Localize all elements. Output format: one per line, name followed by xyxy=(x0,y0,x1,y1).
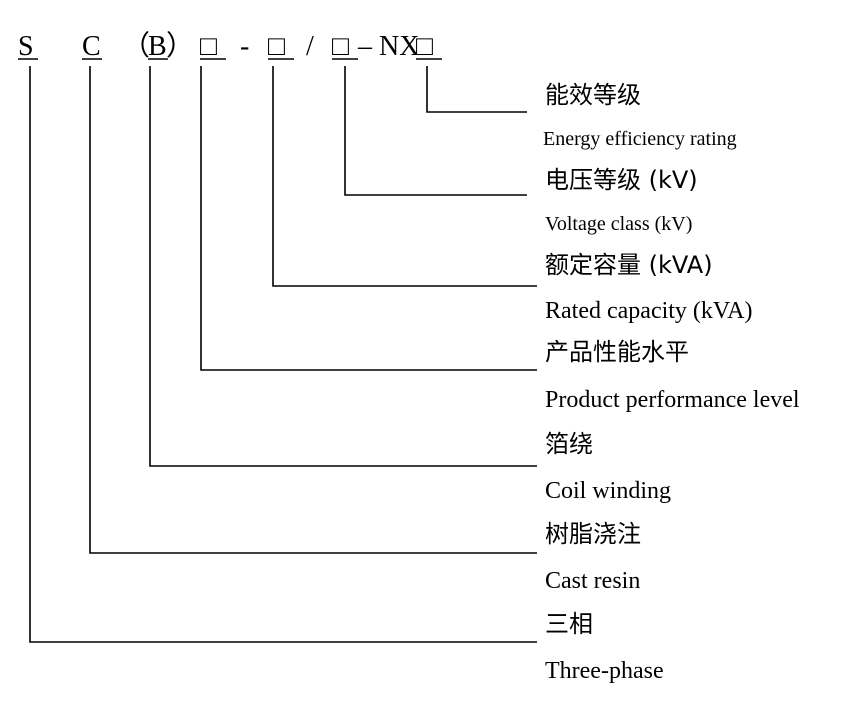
code-box-voltage: □ xyxy=(332,31,349,62)
code-dash-nx: – NX xyxy=(357,31,419,62)
label-performance-zh: 产品性能水平 xyxy=(545,338,689,366)
label-phase-zh: 三相 xyxy=(545,610,593,638)
code-open-paren: （ xyxy=(122,30,150,62)
code-box-efficiency: □ xyxy=(416,31,433,62)
leader-coil xyxy=(149,66,537,467)
code-close-paren: ） xyxy=(166,30,194,62)
labels: 能效等级 Energy efficiency rating 电压等级 (kV) … xyxy=(543,81,800,684)
code-box-capacity: □ xyxy=(268,31,285,62)
label-resin-zh: 树脂浇注 xyxy=(545,520,641,548)
label-performance-en: Product performance level xyxy=(545,387,800,413)
leader-efficiency xyxy=(426,66,527,113)
leader-resin xyxy=(89,66,537,554)
label-efficiency-zh: 能效等级 xyxy=(545,81,641,109)
code-letter-b: B xyxy=(148,31,167,62)
designation-code: S C （ B ） □ - □ / □ – NX □ xyxy=(18,30,442,62)
label-coil-en: Coil winding xyxy=(545,478,671,504)
label-capacity-zh: 额定容量 (kVA) xyxy=(545,251,713,279)
label-phase-en: Three-phase xyxy=(545,658,664,684)
label-capacity-en: Rated capacity (kVA) xyxy=(545,298,752,324)
label-resin-en: Cast resin xyxy=(545,568,640,594)
leader-lines xyxy=(29,66,537,643)
code-dash: - xyxy=(240,31,249,62)
leader-phase xyxy=(29,66,537,643)
label-voltage-en: Voltage class (kV) xyxy=(545,213,692,235)
leader-capacity xyxy=(272,66,537,287)
code-slash: / xyxy=(306,31,314,62)
label-coil-zh: 箔绕 xyxy=(545,430,593,458)
label-voltage-zh: 电压等级 (kV) xyxy=(545,166,698,194)
code-letter-c: C xyxy=(82,31,101,62)
code-letter-s: S xyxy=(18,31,34,62)
leader-voltage xyxy=(344,66,527,196)
leader-performance xyxy=(200,66,537,371)
code-box-performance: □ xyxy=(200,31,217,62)
label-efficiency-en: Energy efficiency rating xyxy=(543,128,737,150)
